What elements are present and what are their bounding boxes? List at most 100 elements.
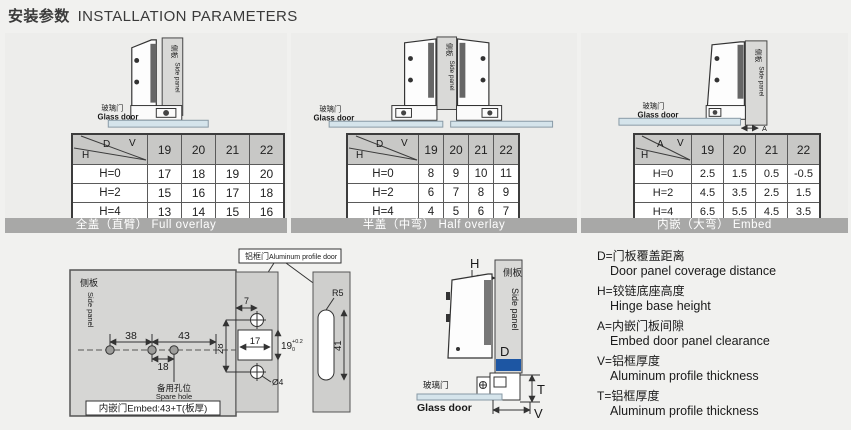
dim-v: V	[534, 406, 543, 421]
corner-diagonal: D V H	[73, 135, 147, 161]
top-panels: 侧板 Side panel 玻璃门 Glass door	[5, 33, 848, 223]
dim-19-tol-minus: 0	[292, 347, 295, 353]
caption-bars: 全盖（直臂） Full overlay 半盖（中弯） Half overlay …	[5, 218, 848, 233]
col-header: 19	[147, 133, 182, 165]
definition-zh: V=铝框厚度	[597, 354, 661, 368]
cell: 4.5	[755, 202, 788, 223]
cell: 6.5	[691, 202, 724, 223]
cell: 15	[147, 183, 182, 203]
definition-en: Aluminum profile thickness	[610, 369, 759, 383]
corner-v: V	[677, 138, 684, 149]
glass-door-label-en: Glass door	[638, 110, 679, 119]
table-row: H=2 6 7 8 9	[346, 183, 520, 203]
cell: 7	[493, 202, 520, 223]
glass-door-label-en: Glass door	[97, 112, 138, 121]
glass-door-bar	[618, 117, 741, 126]
glass-door-bar	[107, 119, 209, 128]
cell: 1.5	[787, 183, 821, 203]
cell: 9	[443, 164, 469, 184]
row-label: H=2	[346, 183, 419, 203]
dim-19-tol-plus: +0.2	[292, 339, 303, 345]
cell: 2.5	[691, 164, 724, 184]
dim-r5: R5	[332, 288, 344, 298]
cell: 6	[418, 183, 444, 203]
side-panel-label: 侧板	[754, 49, 763, 63]
corner-diagonal: A V H	[635, 135, 691, 161]
cell: -0.5	[787, 164, 821, 184]
corner-a: A	[657, 139, 664, 150]
definition-en: Aluminum profile thickness	[610, 404, 759, 418]
definition-t: T=铝框厚度 Aluminum profile thickness	[597, 388, 849, 419]
profile-label-box	[238, 248, 342, 264]
side-panel-label-zh1: 侧板	[503, 267, 523, 279]
glass-door-label-zh: 玻璃门	[642, 102, 664, 111]
cell: 18	[181, 164, 216, 184]
bottom-hole	[248, 363, 266, 381]
row-label: H=0	[71, 164, 148, 184]
profile-label-en: Aluminum profile door	[269, 254, 338, 261]
col-header: 22	[493, 133, 520, 165]
corner-v: V	[129, 138, 136, 149]
col-header: 21	[755, 133, 788, 165]
side-panel-label-en: Side panel	[448, 60, 455, 90]
cell: 6	[468, 202, 494, 223]
cell: 3.5	[723, 183, 756, 203]
cell: 2.5	[755, 183, 788, 203]
dim-41: 41	[333, 340, 344, 351]
parameter-definitions: D=门板覆盖距离 Door panel coverage distance H=…	[597, 248, 849, 423]
definition-zh: A=内嵌门板间隙	[597, 319, 685, 333]
hinge-body	[446, 273, 493, 359]
panel-half-overlay: 侧板 Side panel	[291, 33, 577, 223]
cell: 0.5	[755, 164, 788, 184]
half-overlay-table: D V H 19 20 21 22 H=0 8 9 10 11	[346, 133, 520, 223]
cell: 1.5	[723, 164, 756, 184]
table-row: H=0 8 9 10 11	[346, 164, 520, 184]
panel-full-overlay: 侧板 Side panel 玻璃门 Glass door	[5, 33, 287, 223]
d4-leader	[261, 375, 272, 383]
definition-en: Hinge base height	[610, 299, 711, 313]
embed-note: 内嵌门Embed:43+T(板厚)	[99, 403, 208, 415]
cell: 17	[215, 183, 250, 203]
cell: 5.5	[723, 202, 756, 223]
table-row: H=4 6.5 5.5 4.5 3.5	[633, 202, 821, 223]
side-panel-label: 侧板	[445, 43, 454, 57]
page-title-zh: 安装参数	[8, 8, 70, 25]
hinge-hole-1	[105, 345, 115, 355]
caption-half-overlay: 半盖（中弯） Half overlay	[291, 218, 577, 233]
cell: 20	[249, 164, 285, 184]
cell: 16	[181, 183, 216, 203]
caption-full-overlay: 全盖（直臂） Full overlay	[5, 218, 287, 233]
spare-hole-label-zh: 备用孔位	[157, 383, 192, 393]
definition-zh: H=铰链底座高度	[597, 284, 685, 298]
glass-door-label-zh: 玻璃门	[319, 104, 341, 113]
hinge-body-left	[391, 38, 438, 121]
row-label: H=2	[633, 183, 692, 203]
table-row: H=2 15 16 17 18	[71, 183, 285, 203]
cell: 3.5	[787, 202, 821, 223]
glass-door-label-zh: 玻璃门	[423, 380, 449, 390]
cell: 18	[249, 183, 285, 203]
table-row: H=0 17 18 19 20	[71, 164, 285, 184]
caption-embed: 内嵌（大弯） Embed	[581, 218, 848, 233]
side-panel-label-en: Side panel	[758, 66, 765, 96]
cell: 9	[493, 183, 520, 203]
dim-7: 7	[244, 296, 249, 306]
col-header: 20	[181, 133, 216, 165]
cell: 13	[147, 202, 182, 223]
side-panel-label-en: Side panel	[510, 288, 520, 331]
glass-door-label-zh: 玻璃门	[101, 103, 123, 112]
row-label: H=4	[71, 202, 148, 223]
dim-a-label: A	[762, 124, 767, 133]
full-overlay-table: D V H 19 20 21 22 H=0 17 18 19 20	[71, 133, 285, 223]
cell: 7	[443, 183, 469, 203]
row-label: H=0	[346, 164, 419, 184]
glass-door-bar-right	[450, 120, 554, 128]
corner-h: H	[82, 150, 89, 161]
corner-h: H	[356, 150, 363, 161]
side-panel-label-en: Side panel	[173, 62, 180, 92]
full-overlay-hinge-diagram: 侧板 Side panel 玻璃门 Glass door	[97, 37, 209, 128]
hinge-section-drawing: 侧板 Side panel H D 玻璃门 Glass door T	[416, 256, 545, 421]
hinge-body-right	[456, 38, 503, 121]
col-header: 19	[418, 133, 444, 165]
dim-d4: Ø4	[272, 377, 284, 387]
